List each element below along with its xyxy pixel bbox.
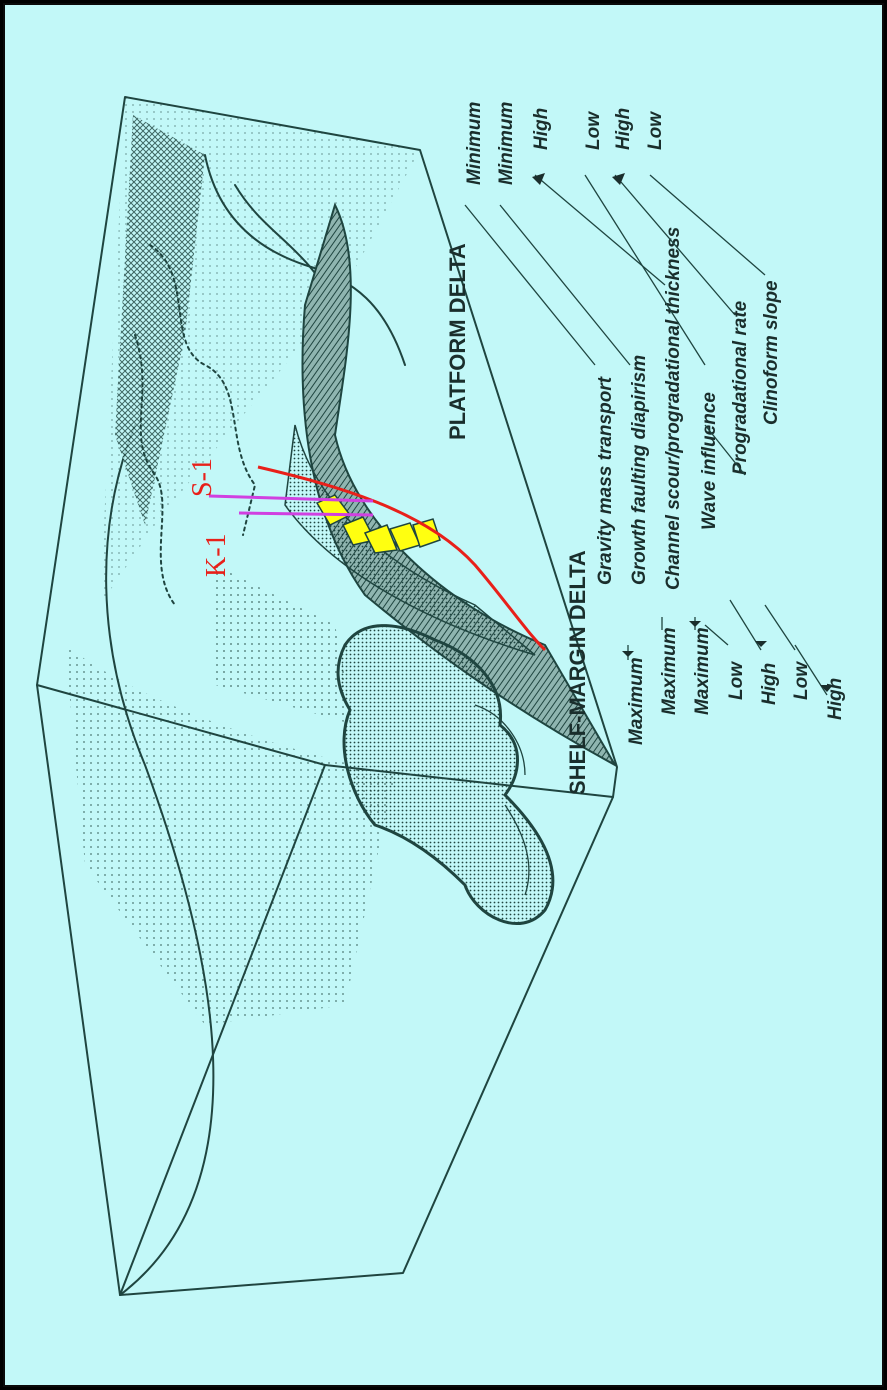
row-left-value: Maximum [692,627,713,715]
row-right-value: High [613,108,634,150]
row-left-value: High [825,678,846,720]
row-right-value: Minimum [496,102,517,185]
row-label: Progradational rate [730,300,751,475]
figure-frame: S-1 K-1 SHELF-MARGIN DELTA PLATFORM DELT… [3,3,884,1387]
row-left-value: Low [726,661,747,700]
block-diagram: S-1 K-1 SHELF-MARGIN DELTA PLATFORM DELT… [5,5,882,1385]
row-left-value: High [759,663,780,705]
row-right-value: Minimum [464,102,485,185]
row-left-value: Maximum [659,627,680,715]
row-left-value: Maximum [626,657,647,745]
row-right-value: Low [645,111,666,150]
row-right-value: High [531,108,552,150]
platform-header: PLATFORM DELTA [445,243,470,440]
row-label: Gravity mass transport [595,376,616,585]
shelf-margin-header: SHELF-MARGIN DELTA [565,550,590,795]
slope-dots [65,565,395,1025]
row-label: Clinoform slope [761,280,782,425]
row-right-value: Low [583,111,604,150]
row-label: Wave influence [699,392,720,530]
row-label: Growth faulting diapirism [629,355,650,585]
well-label-k1: K-1 [201,533,232,577]
row-label: Channel scour/progradational thickness [663,227,684,590]
well-label-s1: S-1 [187,458,218,497]
